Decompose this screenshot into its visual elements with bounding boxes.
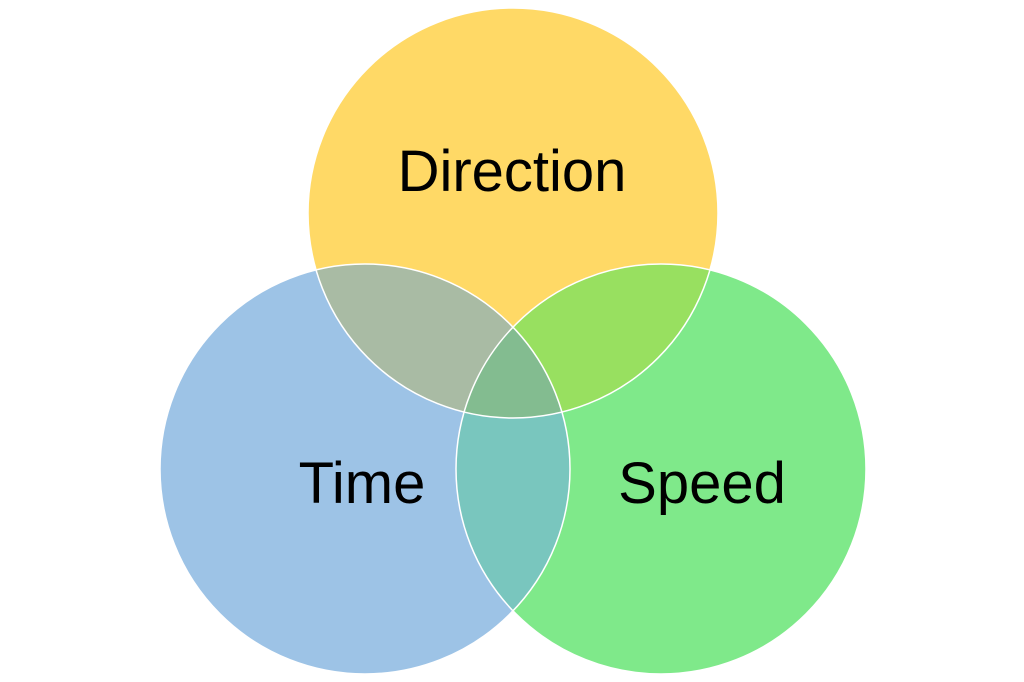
circle-outlines [159, 7, 867, 675]
direction-label: Direction [398, 139, 627, 204]
direction-speed-overlap [456, 264, 718, 418]
time-label: Time [299, 451, 426, 516]
direction-time-overlap [308, 264, 570, 418]
speed-label: Speed [618, 451, 786, 516]
